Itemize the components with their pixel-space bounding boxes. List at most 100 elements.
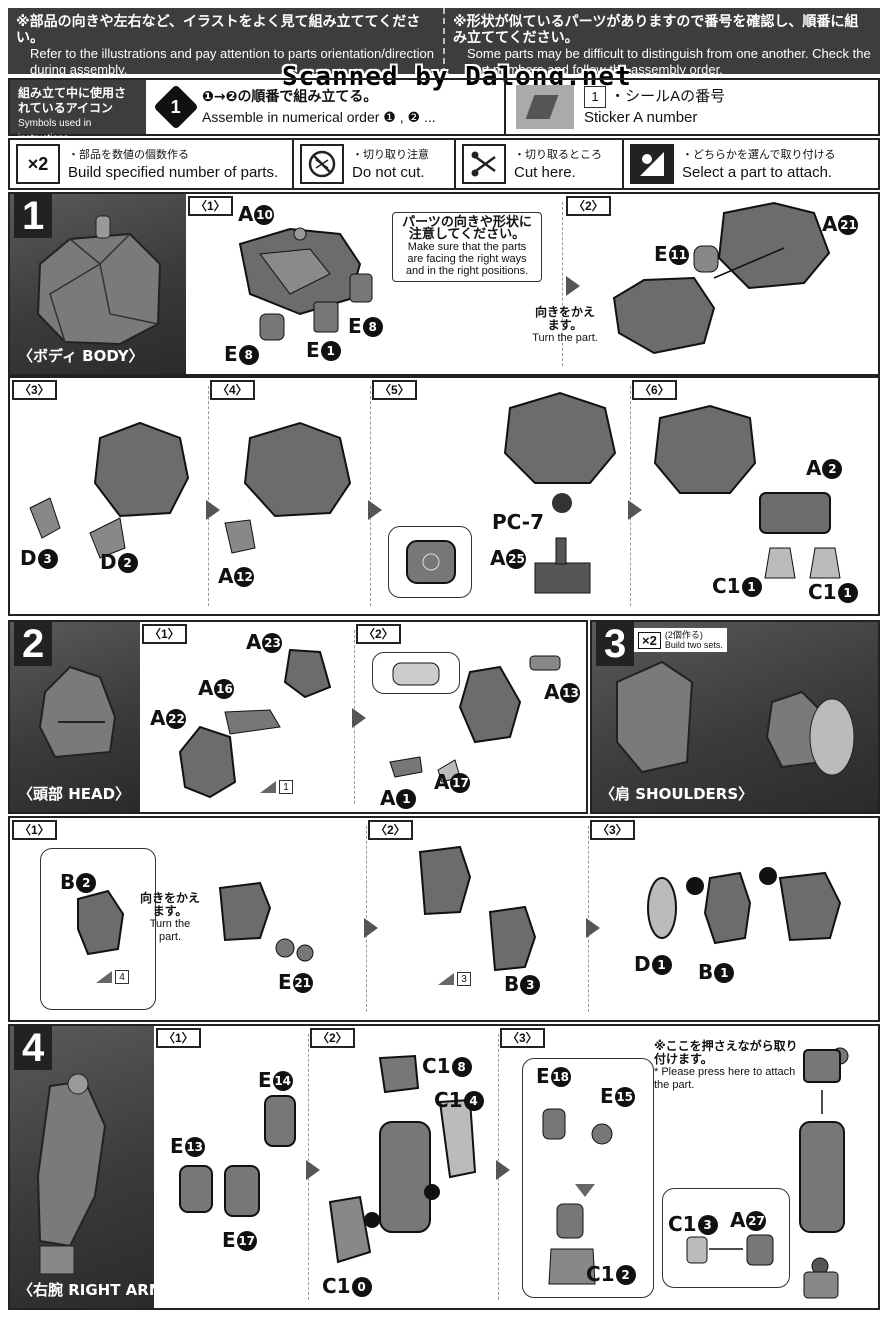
body-part-a10: [238, 227, 362, 316]
step-3-sub-1: 〈1〉: [12, 820, 57, 840]
step-2-sub-2: 〈2〉: [356, 624, 401, 644]
note-left-en: Refer to the illustrations and pay atten…: [30, 46, 434, 77]
step-1-sub-5: 〈5〉: [372, 380, 417, 400]
right-arm-photo: [10, 1026, 154, 1308]
step-3-sub-2: 〈2〉: [368, 820, 413, 840]
legend-row-2: ×2 ・部品を数値の個数作る Build specified number of…: [8, 138, 880, 190]
next-arrow-icon: [364, 918, 378, 938]
legend-multiply: ×2 ・部品を数値の個数作る Build specified number of…: [10, 140, 294, 188]
scissors-icon: [462, 144, 506, 184]
step-1-sub-1: 〈1〉: [188, 196, 233, 216]
multiply-en: Build specified number of parts.: [68, 164, 279, 181]
shoulder-part-d1-b1: [647, 867, 842, 945]
step-2-sub-1: 〈1〉: [142, 624, 187, 644]
head-part-a22: [178, 648, 332, 799]
order-jp: ❶→❷の順番で組み立てる。: [202, 89, 378, 105]
order-legend: 1 ❶→❷の順番で組み立てる。 Assemble in numerical or…: [146, 80, 506, 134]
next-arrow-icon: [496, 1160, 510, 1180]
legend-no-cut: ・切り取り注意 Do not cut.: [294, 140, 456, 188]
sticker-icon: [260, 781, 276, 793]
step-1-sub-6: 〈6〉: [632, 380, 677, 400]
sticker-icon: [438, 973, 454, 985]
body-part-a2-c1: [653, 404, 841, 579]
no-cut-jp: ・切り取り注意: [352, 148, 429, 161]
note-left: ※部品の向きや左右など、イラストをよく見て組み立ててください。 Refer to…: [8, 8, 443, 77]
legend-select: ・どちらかを選んで取り付ける Select a part to attach.: [624, 140, 878, 188]
press-note: ※ここを押さえながら取り付けます。 * Please press here to…: [654, 1040, 804, 1092]
step-1-number: 1: [14, 194, 53, 238]
detail-bubble: [40, 848, 156, 1010]
order-en: Assemble in numerical order ❶ , ❷ ...: [202, 109, 436, 125]
warning-en: Make sure that the parts are facing the …: [405, 241, 529, 277]
step-4-sub-2: 〈2〉: [310, 1028, 355, 1048]
build-two-jp: (2個作る): [664, 630, 703, 640]
arm-part-e13-e14-e17: [179, 1095, 296, 1217]
right-arm-label: 〈右腕 RIGHT ARM〉: [18, 1281, 179, 1299]
parts-e1-e8: [259, 273, 373, 341]
next-arrow-icon: [368, 500, 382, 520]
sticker-jp: ・シールAの番号: [610, 88, 726, 105]
cut-here-jp: ・切り取るところ: [514, 148, 602, 161]
sticker-number-box: 1: [584, 86, 606, 108]
step-4-sub-1: 〈1〉: [156, 1028, 201, 1048]
label-pc7: PC-7: [492, 510, 545, 534]
next-arrow-icon: [352, 708, 366, 728]
step-1-sub-4: 〈4〉: [210, 380, 255, 400]
sticker-icon: [516, 85, 574, 129]
build-two-sets: ×2 (2個作る) Build two sets.: [634, 628, 727, 652]
step-4-number: 4: [14, 1026, 53, 1070]
note-left-jp: ※部品の向きや左右など、イラストをよく見て組み立ててください。: [16, 14, 421, 46]
next-arrow-icon: [566, 276, 580, 296]
detail-bubble: [372, 652, 460, 694]
legend-cut-here: ・切り取るところ Cut here.: [456, 140, 624, 188]
step-1-sub-3: 〈3〉: [12, 380, 57, 400]
symbols-heading: 組み立て中に使用されているアイコン Symbols used in instru…: [10, 80, 146, 144]
next-arrow-icon: [306, 1160, 320, 1180]
step-2-number: 2: [14, 622, 53, 666]
select-jp: ・どちらかを選んで取り付ける: [682, 148, 836, 161]
step-4-sub-3: 〈3〉: [500, 1028, 545, 1048]
sticker-ref: 4: [96, 970, 129, 984]
press-note-en: * Please press here to attach the part.: [654, 1066, 796, 1091]
select-en: Select a part to attach.: [682, 164, 833, 181]
detail-bubble: [662, 1188, 790, 1288]
step-3-number: 3: [596, 622, 635, 666]
note-right-en: Some parts may be difficult to distingui…: [467, 46, 871, 77]
sticker-legend: 1 ・シールAの番号 Sticker A number: [506, 80, 878, 134]
sticker-ref: 1: [260, 780, 293, 794]
no-cut-en: Do not cut.: [352, 164, 425, 181]
arm-part-c1: [328, 1054, 477, 1264]
next-arrow-icon: [628, 500, 642, 520]
step-1-sub-2: 〈2〉: [566, 196, 611, 216]
head-part-a13: [389, 655, 561, 783]
warning-jp: パーツの向きや形状に注意してください。: [402, 215, 532, 242]
body-label: 〈ボディ BODY〉: [18, 347, 144, 365]
